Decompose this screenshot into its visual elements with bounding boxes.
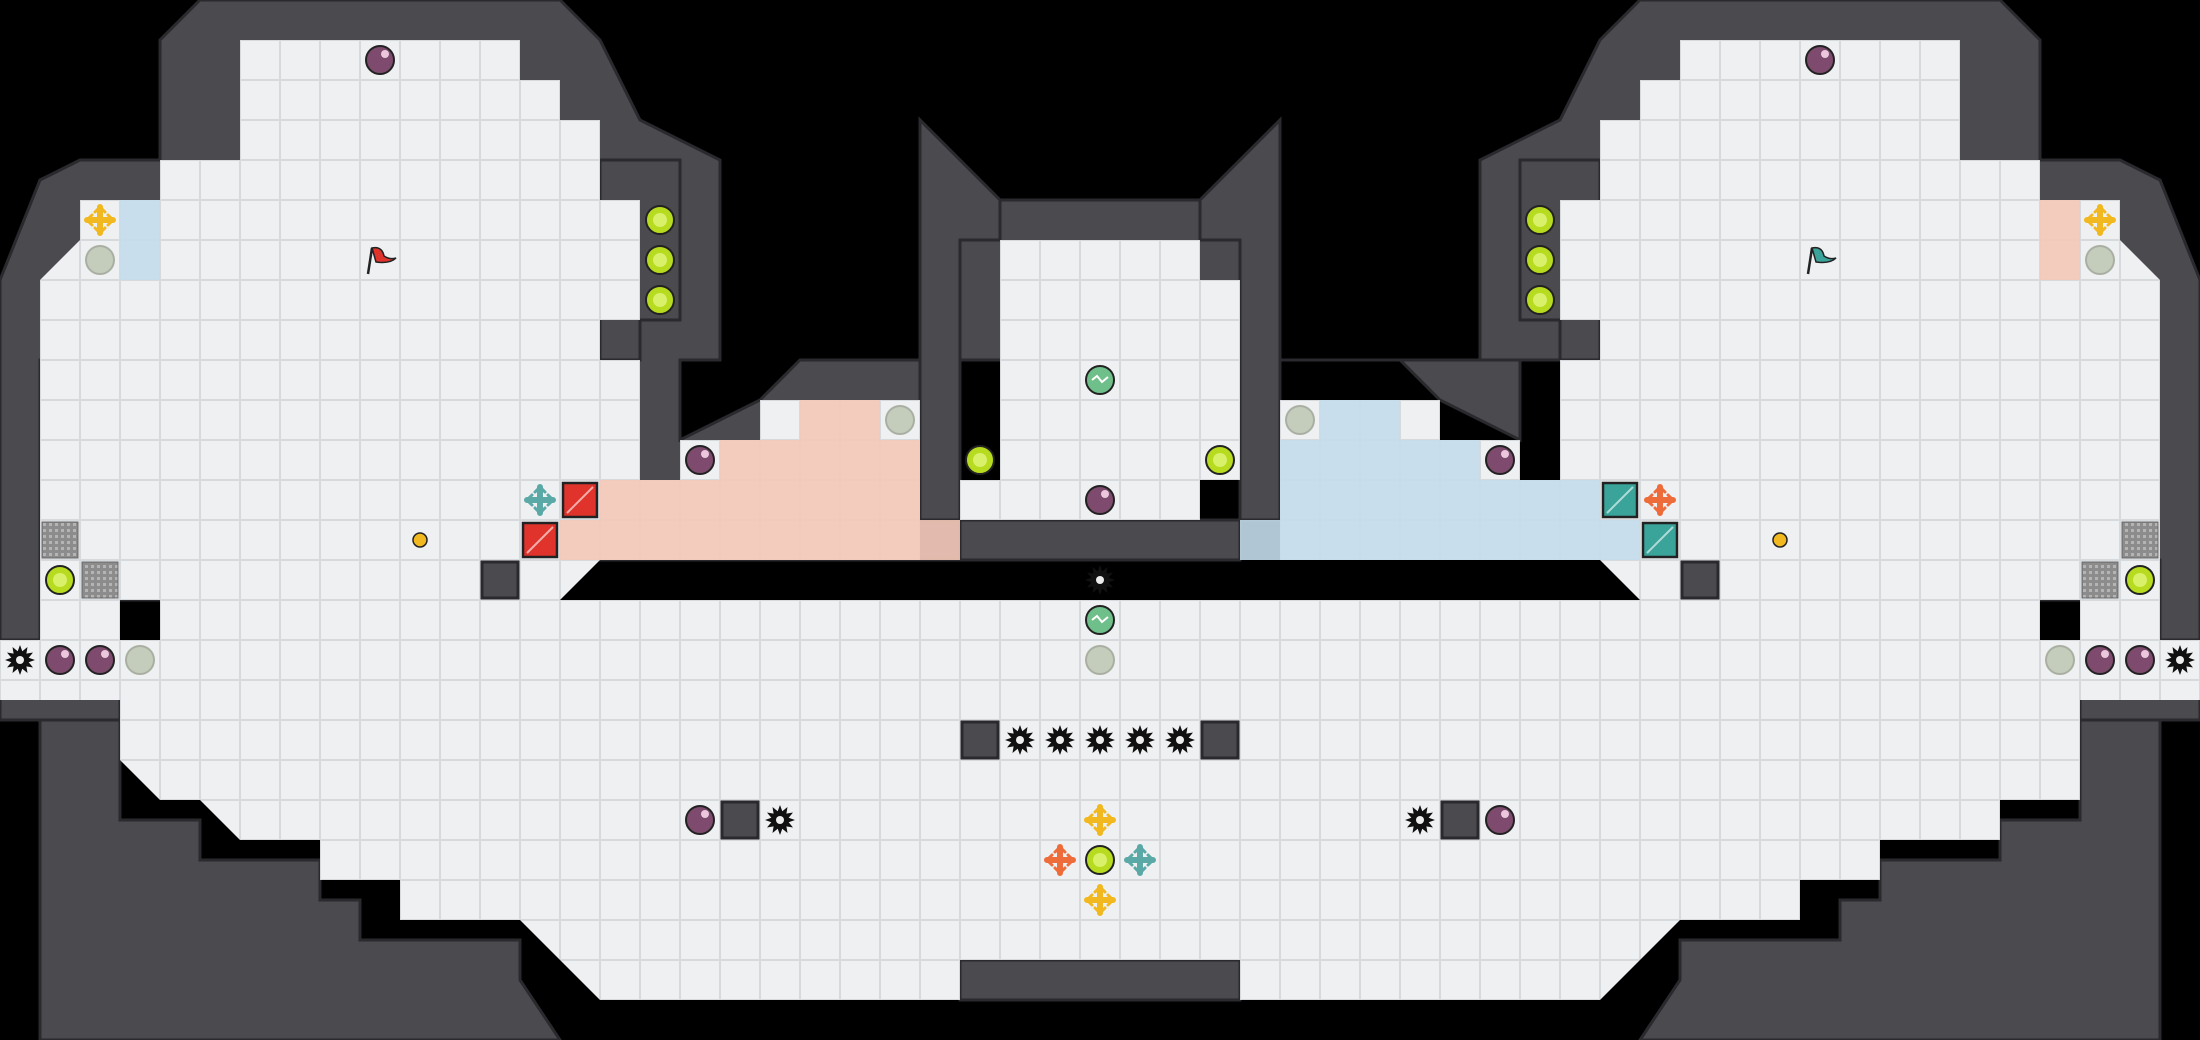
ball-icon [1772, 532, 1788, 548]
team-zones [120, 200, 2080, 560]
speed-pad-icon [1644, 484, 1676, 516]
wall-segment [958, 518, 1242, 562]
portal-icon [1285, 405, 1315, 435]
spike-icon [1005, 725, 1035, 755]
blue-zone [120, 200, 160, 280]
bomb-icon [2085, 645, 2115, 675]
bomb-icon [365, 45, 395, 75]
boost-pad-icon [645, 205, 675, 235]
portal-icon [125, 645, 155, 675]
spike-icon [1125, 725, 1155, 755]
endzone-block-icon [1601, 481, 1639, 519]
bomb-icon [85, 645, 115, 675]
speed-pad-icon [1044, 844, 1076, 876]
powerup-icon [1085, 365, 1115, 395]
portal-icon [1085, 645, 1115, 675]
floor [0, 40, 2200, 1000]
bomb-icon [2125, 645, 2155, 675]
bomb-icon [1485, 445, 1515, 475]
flag-icon [1806, 246, 1837, 275]
floor-region [0, 640, 160, 700]
floor-region [2040, 640, 2200, 700]
floor-region [120, 600, 2080, 1000]
speed-pad-icon [524, 484, 556, 516]
endzone-block-icon [1641, 521, 1679, 559]
bomb-icon [1485, 805, 1515, 835]
bomb-icon [1805, 45, 1835, 75]
boost-pad-icon [1205, 445, 1235, 475]
spike-icon [1085, 565, 1115, 595]
blue-zone [1320, 400, 1400, 440]
wall-block [1200, 720, 1240, 760]
boost-pad-icon [645, 285, 675, 315]
gate-icon [81, 561, 119, 599]
bomb-icon [45, 645, 75, 675]
bomb-icon [685, 445, 715, 475]
spike-icon [1085, 725, 1115, 755]
wall-block [960, 720, 1000, 760]
boost-pad-icon [2125, 565, 2155, 595]
bomb-icon [685, 805, 715, 835]
wall-segment [958, 958, 1242, 1002]
gate-icon [2081, 561, 2119, 599]
boost-pad-icon [965, 445, 995, 475]
spike-icon [2165, 645, 2195, 675]
objects [5, 45, 2195, 916]
spike-icon [1165, 725, 1195, 755]
red-zone [560, 520, 960, 560]
spike-icon [1405, 805, 1435, 835]
endzone-block-icon [561, 481, 599, 519]
wall-block [480, 560, 520, 600]
ball-icon [412, 532, 428, 548]
portal-icon [2085, 245, 2115, 275]
spike-icon [1045, 725, 1075, 755]
spike-icon [5, 645, 35, 675]
speed-pad-icon [84, 204, 116, 236]
flag-icon [366, 246, 397, 275]
portal-icon [85, 245, 115, 275]
bomb-icon [1085, 485, 1115, 515]
gate-icon [2121, 521, 2159, 559]
boost-pad-icon [1525, 285, 1555, 315]
boost-pad-icon [1525, 245, 1555, 275]
boost-pad-icon [645, 245, 675, 275]
powerup-icon [1085, 605, 1115, 635]
spike-icon [765, 805, 795, 835]
endzone-block-icon [521, 521, 559, 559]
portal-icon [2045, 645, 2075, 675]
blue-zone [1280, 440, 1480, 480]
boost-pad-icon [45, 565, 75, 595]
red-zone [800, 400, 880, 440]
boost-pad-icon [1525, 205, 1555, 235]
wall-block [1440, 800, 1480, 840]
speed-pad-icon [1124, 844, 1156, 876]
wall-block [1680, 560, 1720, 600]
red-zone [600, 480, 920, 520]
blue-zone [1240, 520, 1640, 560]
wall-block [720, 800, 760, 840]
portal-icon [885, 405, 915, 435]
speed-pad-icon [1084, 804, 1116, 836]
blue-zone [1280, 480, 1600, 520]
gate-icon [41, 521, 79, 559]
speed-pad-icon [2084, 204, 2116, 236]
red-zone [720, 440, 920, 480]
boost-pad-icon [1085, 845, 1115, 875]
red-zone [2040, 200, 2080, 280]
speed-pad-icon [1084, 884, 1116, 916]
